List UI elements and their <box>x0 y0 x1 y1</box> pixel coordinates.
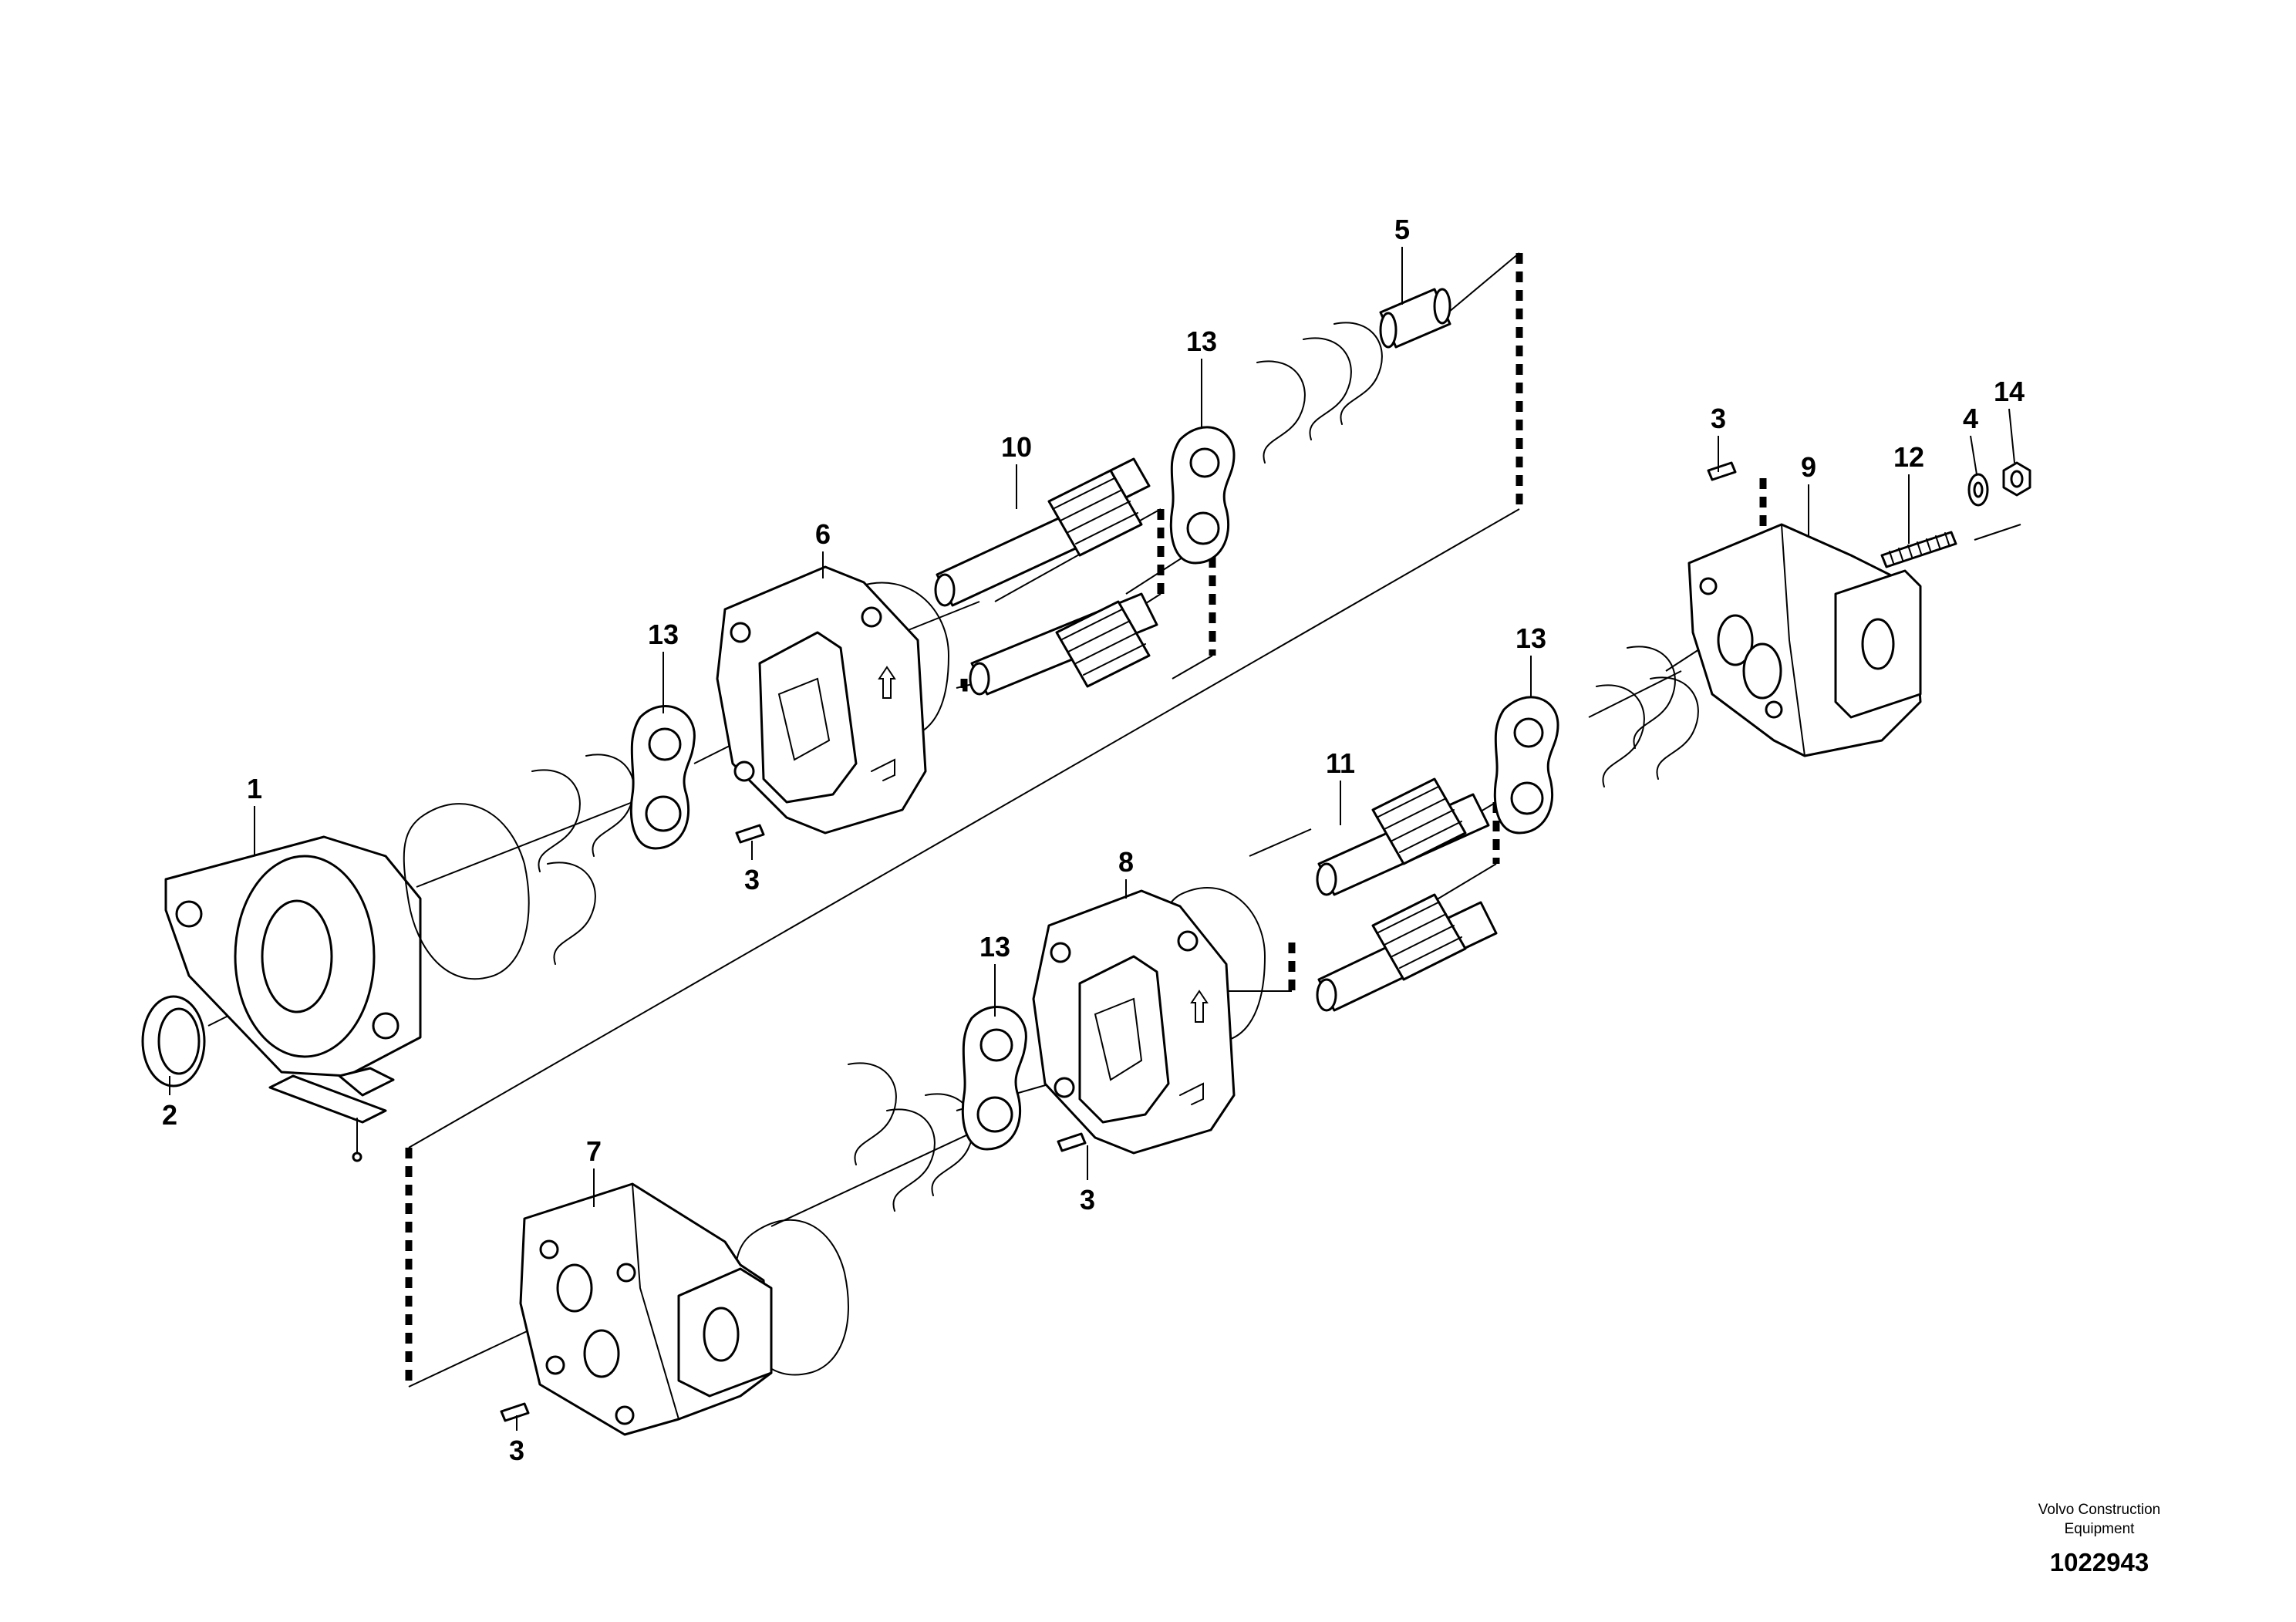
footer-brand-block: Volvo Construction Equipment 1022943 <box>2038 1502 2160 1576</box>
part-12-stud-bolt <box>1880 531 1957 568</box>
part-5-bushing <box>1379 288 1451 349</box>
callout-12: 12 <box>1893 441 1924 473</box>
part-13-bearing-plate-d <box>1493 696 1559 835</box>
callout-9: 9 <box>1801 451 1816 483</box>
part-14-nut <box>2002 461 2031 497</box>
part-4-washer <box>1967 473 1989 507</box>
callout-4: 4 <box>1963 403 1978 434</box>
callout-2: 2 <box>162 1099 177 1131</box>
callout-8: 8 <box>1118 846 1134 878</box>
part-3-dowel-pins <box>500 461 1737 1422</box>
part-10-drive-gear-shaft <box>934 457 1151 607</box>
callout-13c: 13 <box>979 931 1010 963</box>
part-9-end-cover <box>1687 523 1922 757</box>
callout-5: 5 <box>1394 214 1410 245</box>
callout-13a: 13 <box>648 619 679 650</box>
callout-13d: 13 <box>1515 622 1546 654</box>
part-7-rear-cover <box>519 1182 773 1436</box>
leader-lines <box>169 247 2015 1431</box>
drawing-number: 1022943 <box>2050 1548 2149 1576</box>
part-13-bearing-plate-b <box>1169 426 1236 565</box>
callout-3b: 3 <box>1080 1184 1095 1216</box>
upper-idler-shaft <box>969 592 1158 696</box>
lower-idler-shaft <box>1316 893 1498 1012</box>
callout-6: 6 <box>815 518 831 550</box>
callout-3c: 3 <box>509 1435 524 1466</box>
callout-1: 1 <box>247 773 262 804</box>
callout-labels: 1 2 3 3 3 3 4 5 6 7 8 9 10 11 12 13 13 1… <box>162 214 2025 1466</box>
assembly-axis-lines <box>207 252 2021 1388</box>
part-13-bearing-plate-a <box>629 705 696 850</box>
part-1-flange-cover <box>164 835 422 1097</box>
part-8-pump-body-lower <box>1032 889 1236 1155</box>
callout-14: 14 <box>1994 376 2025 407</box>
brand-line-1: Volvo Construction <box>2038 1502 2160 1518</box>
callout-11: 11 <box>1326 747 1355 779</box>
callout-10: 10 <box>1001 431 1032 463</box>
callout-7: 7 <box>586 1135 602 1167</box>
part-11-drive-gear-shaft-lower <box>1316 777 1490 896</box>
callout-3a: 3 <box>744 864 760 895</box>
part-2-seal-ring <box>141 995 206 1088</box>
brand-line-2: Equipment <box>2065 1521 2136 1537</box>
callout-13b: 13 <box>1186 325 1217 357</box>
retaining-clips <box>531 322 1699 1212</box>
part-13-bearing-plate-c <box>961 1006 1027 1151</box>
callout-3d: 3 <box>1711 403 1726 434</box>
nameplate <box>268 1074 387 1162</box>
part-6-pump-body-upper <box>716 565 927 835</box>
